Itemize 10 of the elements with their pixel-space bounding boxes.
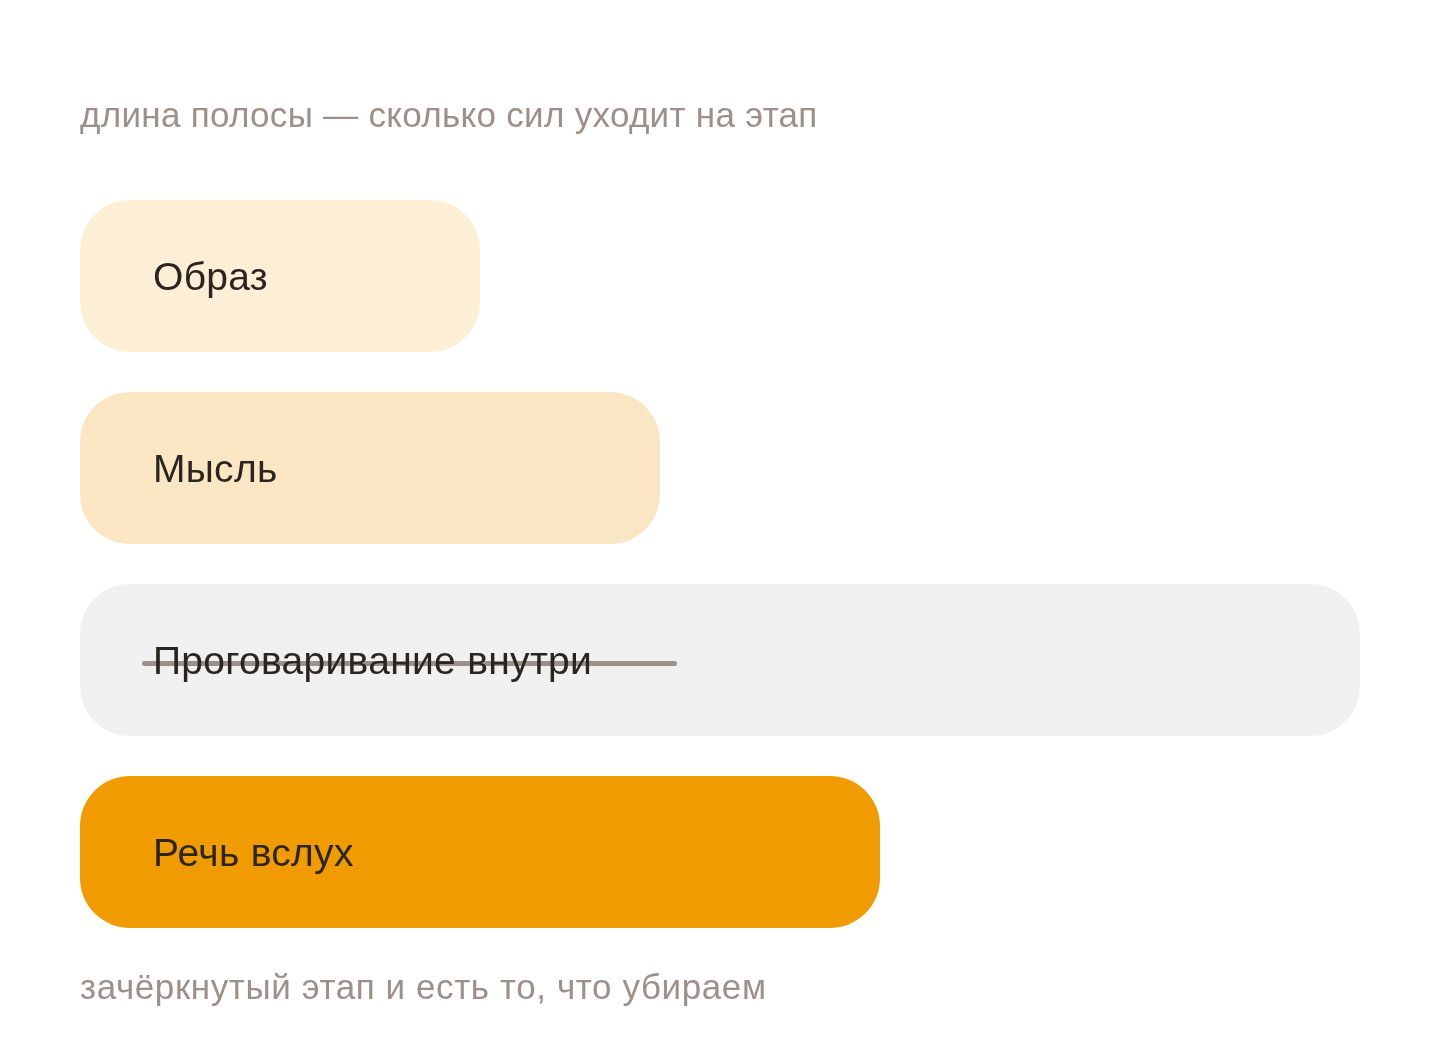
effort-bar: [80, 392, 660, 544]
effort-bar: [80, 200, 480, 352]
chart-title: длина полосы — сколько сил уходит на этап: [80, 94, 818, 136]
struck-stage-label: Проговаривание внутри: [142, 638, 678, 684]
caption: зачёркнутый этап и есть то, что убираем: [80, 966, 767, 1008]
stage-label: Речь вслух: [153, 830, 354, 876]
effort-bar: [80, 776, 880, 928]
effort-bar: [80, 584, 1360, 736]
stage-label: Образ: [153, 254, 268, 300]
stage-label: Мысль: [153, 446, 278, 492]
